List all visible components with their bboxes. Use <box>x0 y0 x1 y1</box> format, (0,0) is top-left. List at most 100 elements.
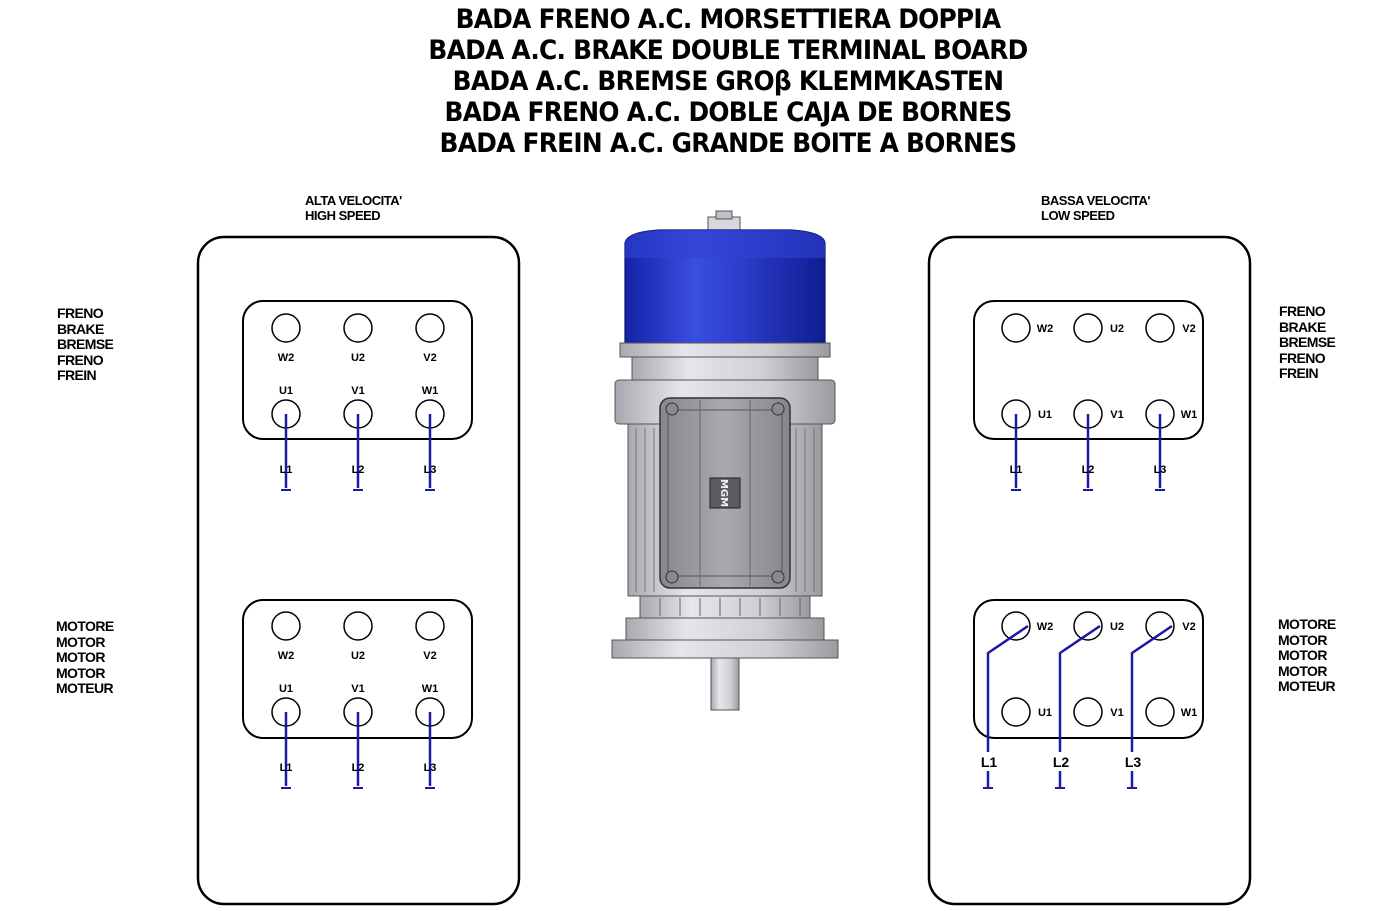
low-motor-terminal-label: W2 <box>1037 621 1054 633</box>
brake-label-en: BRAKE <box>57 320 104 337</box>
high-motor-line-label: L3 <box>424 762 437 774</box>
brake-label-en: BRAKE <box>1279 318 1326 335</box>
high-motor-terminal-label: U1 <box>279 683 293 695</box>
low-motor-terminal-v2 <box>1145 611 1175 641</box>
low-brake-line-label: L3 <box>1154 464 1167 476</box>
motor-label-fr: MOTEUR <box>56 680 114 696</box>
low-brake-terminal-label: V1 <box>1110 409 1123 421</box>
high-motor-terminal-label: V1 <box>351 683 364 695</box>
motor-label-de: MOTOR <box>56 649 105 665</box>
high-speed-en: HIGH SPEED <box>305 208 381 223</box>
low-motor-terminal-label: V2 <box>1182 621 1195 633</box>
high-motor-terminal-v2 <box>415 611 445 641</box>
low-brake-terminal-label: U2 <box>1110 323 1124 335</box>
low-motor-line-label: L3 <box>1125 754 1142 770</box>
brake-label-left: FRENO BRAKE BREMSE FRENO FREIN <box>57 305 114 384</box>
high-speed-panel <box>196 235 521 906</box>
high-brake-line-label: L2 <box>352 464 365 476</box>
brake-label-it: FRENO <box>1279 303 1326 319</box>
high-brake-line-label: L1 <box>280 464 293 476</box>
low-brake-terminal-u2 <box>1073 313 1103 343</box>
brand-logo <box>709 477 741 509</box>
high-speed-caption: ALTA VELOCITA' HIGH SPEED <box>305 193 402 223</box>
motor-label-it: MOTORE <box>1278 616 1336 632</box>
motor-label-en: MOTOR <box>1278 631 1327 648</box>
low-brake-terminal-label: V2 <box>1182 323 1195 335</box>
motor-label-it: MOTORE <box>56 618 114 634</box>
title-line-es: BADA FRENO A.C. DOBLE CAJA DE BORNES <box>444 97 1013 128</box>
low-motor-line-label: L1 <box>981 754 998 770</box>
high-speed-it: ALTA VELOCITA' <box>305 193 402 208</box>
low-speed-panel <box>927 235 1252 906</box>
low-brake-terminal-label: U1 <box>1038 409 1052 421</box>
low-motor-wire <box>986 624 1029 752</box>
high-brake-terminal-label: W1 <box>422 385 439 397</box>
low-motor-terminal-w1 <box>1145 697 1175 727</box>
high-motor-terminal-w2 <box>271 611 301 641</box>
title-line-en: BADA A.C. BRAKE DOUBLE TERMINAL BOARD <box>428 35 1028 66</box>
low-brake-terminal-w2 <box>1001 313 1031 343</box>
high-motor-terminal-label: V2 <box>423 650 436 662</box>
low-brake-line-label: L1 <box>1010 464 1023 476</box>
low-motor-terminal-box <box>973 599 1204 739</box>
low-speed-en: LOW SPEED <box>1041 208 1115 223</box>
brake-label-fr: FREIN <box>57 367 97 383</box>
brake-label-de: BREMSE <box>1279 334 1336 350</box>
motor-label-es: MOTOR <box>1278 662 1327 679</box>
brake-label-it: FRENO <box>57 305 104 321</box>
brake-label-es: FRENO <box>57 351 104 368</box>
low-motor-terminal-label: W1 <box>1181 707 1198 719</box>
low-motor-line-label: L2 <box>1053 754 1070 770</box>
low-motor-wire <box>1130 624 1173 752</box>
high-brake-line-label: L3 <box>424 464 437 476</box>
brake-label-fr: FREIN <box>1279 365 1319 381</box>
high-motor-terminal-label: U2 <box>351 650 365 662</box>
title-line-fr: BADA FREIN A.C. GRANDE BOITE A BORNES <box>439 128 1018 159</box>
low-motor-terminal-w2 <box>1001 611 1031 641</box>
title-line-it: BADA FRENO A.C. MORSETTIERA DOPPIA <box>455 4 1002 35</box>
low-motor-terminal-u2 <box>1073 611 1103 641</box>
svg-text:MGM: MGM <box>718 479 729 507</box>
low-motor-wire <box>1058 624 1101 752</box>
high-brake-terminal-label: V1 <box>351 385 364 397</box>
motor-label-left: MOTORE MOTOR MOTOR MOTOR MOTEUR <box>56 618 114 697</box>
low-motor-terminal-v1 <box>1073 697 1103 727</box>
motor-label-right: MOTORE MOTOR MOTOR MOTOR MOTEUR <box>1278 616 1336 695</box>
high-brake-terminal-u2 <box>343 313 373 343</box>
high-brake-terminal-label: U2 <box>351 352 365 364</box>
high-motor-line-label: L2 <box>352 762 365 774</box>
low-speed-it: BASSA VELOCITA' <box>1041 193 1151 208</box>
high-brake-terminal-v2 <box>415 313 445 343</box>
brake-label-right: FRENO BRAKE BREMSE FRENO FREIN <box>1279 303 1336 382</box>
high-motor-line-label: L1 <box>280 762 293 774</box>
brake-label-es: FRENO <box>1279 349 1326 366</box>
high-brake-terminal-w2 <box>271 313 301 343</box>
motor-illustration: MGM <box>611 210 839 711</box>
motor-label-de: MOTOR <box>1278 647 1327 663</box>
low-brake-terminal-label: W1 <box>1181 409 1198 421</box>
high-motor-terminal-u2 <box>343 611 373 641</box>
low-brake-terminal-label: W2 <box>1037 323 1054 335</box>
motor-label-es: MOTOR <box>56 664 105 681</box>
low-motor-terminal-label: V1 <box>1110 707 1123 719</box>
high-motor-terminal-label: W1 <box>422 683 439 695</box>
motor-shaft <box>710 657 740 711</box>
high-brake-terminal-label: U1 <box>279 385 293 397</box>
title-block: BADA FRENO A.C. MORSETTIERA DOPPIA BADA … <box>0 4 1388 159</box>
high-motor-terminal-label: W2 <box>278 650 295 662</box>
low-motor-terminal-label: U1 <box>1038 707 1052 719</box>
motor-label-en: MOTOR <box>56 633 105 650</box>
low-motor-terminal-label: U2 <box>1110 621 1124 633</box>
low-brake-line-label: L2 <box>1082 464 1095 476</box>
brake-label-de: BREMSE <box>57 336 114 352</box>
terminals-layer: W2U1U2V1V2W1W2U1U2V1V2W1W2U1U2V1V2W1W2U1… <box>271 313 1198 727</box>
low-motor-terminal-u1 <box>1001 697 1031 727</box>
low-brake-terminal-v2 <box>1145 313 1175 343</box>
motor-label-fr: MOTEUR <box>1278 678 1336 694</box>
low-speed-caption: BASSA VELOCITA' LOW SPEED <box>1041 193 1151 223</box>
high-brake-terminal-label: V2 <box>423 352 436 364</box>
high-brake-terminal-label: W2 <box>278 352 295 364</box>
title-line-de: BADA A.C. BREMSE GROβ KLEMMKASTEN <box>452 66 1004 97</box>
